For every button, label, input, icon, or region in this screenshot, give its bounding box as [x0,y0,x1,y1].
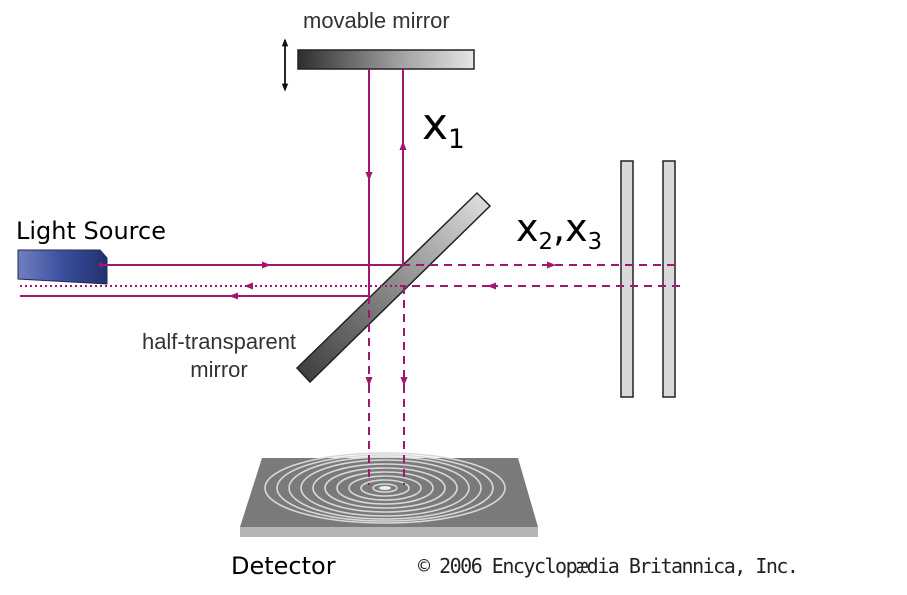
light-source-box [17,249,108,285]
half-transparent-label-line2: mirror [190,357,248,382]
x3-subscript: 3 [587,228,603,255]
x1-subscript: 1 [448,124,465,156]
interference-fringes [264,452,506,524]
movable-mirror [297,49,475,70]
x2-variable: x [516,206,539,250]
x-separator: , [553,206,566,250]
copyright-notice: © 2006 Encyclopædia Britannica, Inc. [418,554,799,578]
x1-label: x1 [422,100,465,156]
half-transparent-label-line1: half-transparent [141,329,297,354]
light-source-label: Light Source [16,217,166,245]
x3-variable: x [565,206,588,250]
light-beams [20,69,680,485]
movable-mirror-label: movable mirror [303,8,450,33]
x2-x3-label: x2,x3 [516,206,602,256]
sample-plate-1 [620,160,634,398]
detector-plate [240,452,538,537]
sample-plate-2 [662,160,676,398]
half-transparent-mirror-label: half-transparent mirror [130,328,308,384]
x2-subscript: 2 [538,228,554,255]
detector-label: Detector [231,552,336,580]
x1-variable: x [422,99,449,150]
half-transparent-mirror [295,191,492,384]
